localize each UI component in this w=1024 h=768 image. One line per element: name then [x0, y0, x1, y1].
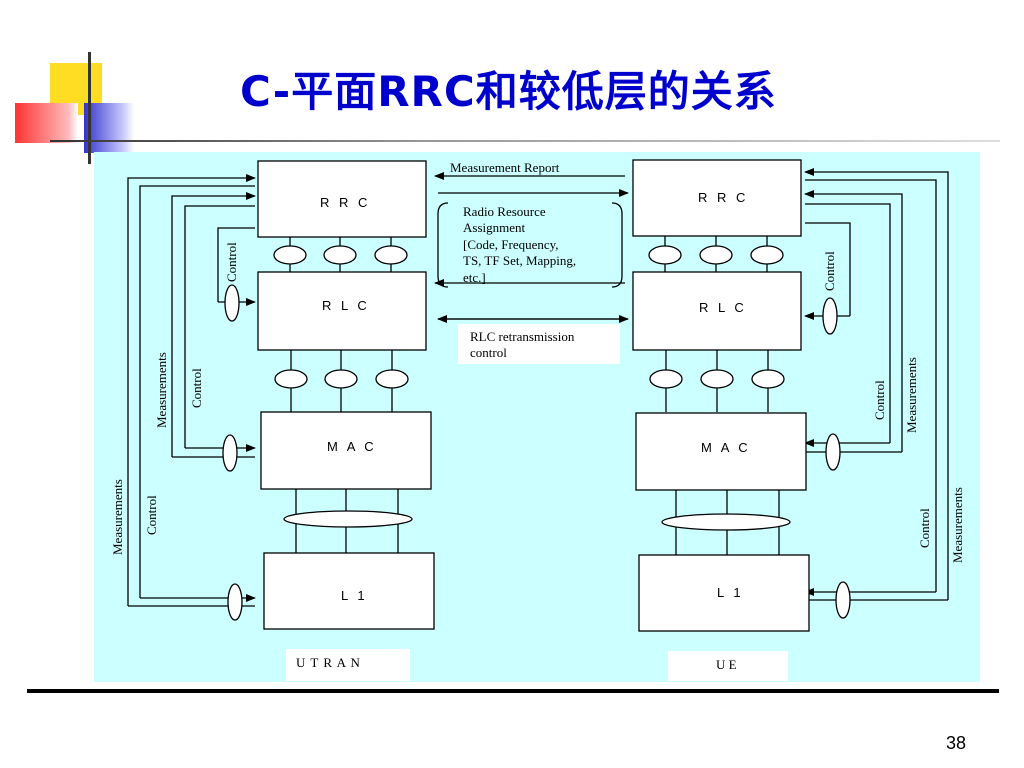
rlc-retransmission-line: control [470, 345, 507, 360]
page-number: 38 [946, 733, 967, 753]
ue-rlc-sap [700, 369, 734, 389]
utran-rrc-sap [323, 245, 357, 265]
ue-label: U E [716, 657, 737, 672]
ue-rlc-label: R L C [699, 300, 747, 315]
ue-rrc-sap [648, 245, 682, 265]
utran-control-sap [227, 583, 243, 621]
ue-rrc-box [632, 159, 802, 237]
ue-control-sap [835, 581, 851, 619]
utran-rrc-sap [273, 245, 307, 265]
ue-control-sap [825, 433, 841, 471]
decor-red-square [15, 103, 78, 143]
utran-control-sap [222, 434, 238, 472]
decor-horizontal-line [50, 140, 1000, 142]
utran-control-sap [224, 284, 240, 322]
ue-l1-label: L 1 [717, 585, 744, 600]
ue-rlc-box [632, 271, 802, 351]
utran-rrc-box [257, 160, 427, 238]
ue-l1-box [638, 554, 810, 632]
utran-rlc-sap [274, 369, 308, 389]
decor-blue-square [84, 103, 134, 153]
utran-rlc-sap [324, 369, 358, 389]
utran-mac-sap [283, 510, 413, 528]
decor-vertical-line [88, 52, 91, 164]
ue-control-label: Control [872, 380, 887, 420]
utran-rlc-box [257, 271, 427, 351]
utran-l1-box [263, 552, 435, 630]
ue-mac-label: M A C [701, 440, 751, 455]
utran-control-label: Control [189, 368, 204, 408]
utran-label-box [286, 649, 410, 681]
radio-resource-line: etc.] [463, 270, 486, 285]
ue-measurements-label: Measurements [950, 487, 965, 563]
utran-control-label: Control [224, 242, 239, 282]
ue-rrc-sap [699, 245, 733, 265]
utran-measurements-label: Measurements [154, 352, 169, 428]
radio-resource-line: [Code, Frequency, [463, 237, 559, 252]
utran-l1-label: L 1 [341, 588, 368, 603]
measurement-report-label: Measurement Report [450, 160, 560, 175]
ue-measurements-label: Measurements [904, 357, 919, 433]
ue-control-label: Control [822, 251, 837, 291]
ue-rlc-sap [649, 369, 683, 389]
footer-divider [27, 689, 999, 693]
utran-rlc-label: R L C [322, 298, 370, 313]
radio-resource-line: TS, TF Set, Mapping, [463, 253, 576, 268]
ue-label-box [668, 651, 788, 681]
utran-mac-label: M A C [327, 439, 377, 454]
ue-rrc-sap [750, 245, 784, 265]
radio-resource-line: Radio Resource [463, 204, 546, 219]
rlc-retransmission-line: RLC retransmission [470, 329, 575, 344]
ue-control-label: Control [917, 508, 932, 548]
ue-rrc-label: R R C [698, 190, 748, 205]
utran-control-label: Control [144, 495, 159, 535]
utran-rrc-sap [374, 245, 408, 265]
ue-rlc-sap [751, 369, 785, 389]
page-title: C-平面RRC和较低层的关系 [240, 67, 777, 116]
utran-label: U T R A N [296, 655, 361, 670]
utran-rlc-sap [375, 369, 409, 389]
radio-resource-line: Assignment [463, 220, 526, 235]
ue-mac-sap [661, 513, 791, 531]
utran-mac-box [260, 411, 432, 490]
utran-rrc-label: R R C [320, 195, 370, 210]
ue-mac-box [635, 412, 807, 491]
ue-control-sap [822, 297, 838, 335]
utran-measurements-label: Measurements [110, 479, 125, 555]
rlc-retrans-note-box [458, 324, 620, 364]
